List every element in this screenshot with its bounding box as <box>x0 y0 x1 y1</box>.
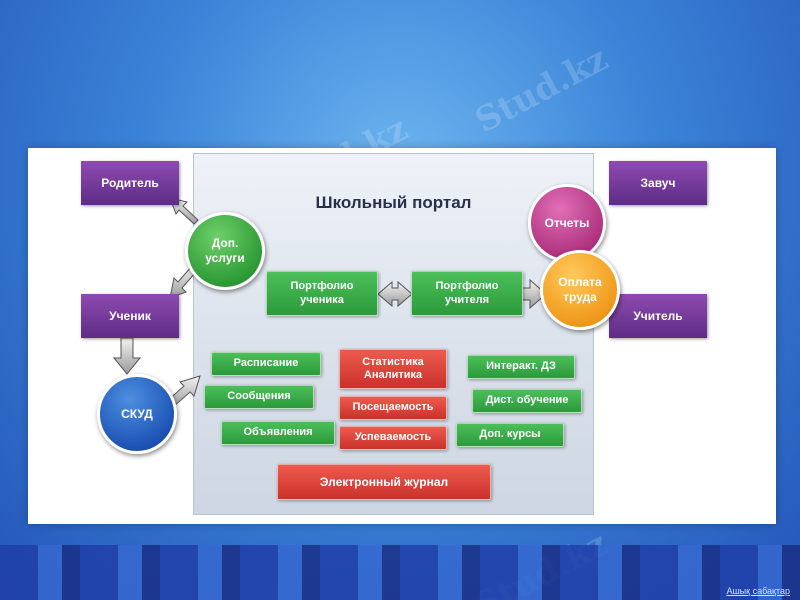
portal-title: Школьный портал <box>315 193 472 212</box>
decorative-band <box>0 545 800 600</box>
teacher-portfolio-box: Портфолио учителя <box>411 271 523 316</box>
payroll-circle: Оплата труда <box>540 250 620 330</box>
reports-circle: Отчеты <box>528 184 606 262</box>
extra-services-circle: Доп. услуги <box>185 212 265 290</box>
role-head-teacher-box: Завуч <box>609 161 707 205</box>
student-portfolio-box: Портфолио ученика <box>266 271 378 316</box>
announcements-module: Объявления <box>221 421 335 445</box>
interactive-homework-module: Интеракт. ДЗ <box>467 355 575 379</box>
distance-learning-module: Дист. обучение <box>472 389 582 413</box>
electronic-journal-module: Электронный журнал <box>277 464 491 500</box>
statistics-module: Статистика Аналитика <box>339 349 447 389</box>
portal-panel <box>193 153 594 515</box>
messages-module: Сообщения <box>204 385 314 409</box>
skud-circle: СКУД <box>97 374 177 454</box>
schedule-module: Расписание <box>211 352 321 376</box>
performance-module: Успеваемость <box>339 426 447 450</box>
role-teacher-box: Учитель <box>609 294 707 338</box>
role-student-box: Ученик <box>81 294 179 338</box>
extra-courses-module: Доп. курсы <box>456 423 564 447</box>
open-lessons-link[interactable]: Ашық сабақтар <box>726 586 790 596</box>
role-parent-box: Родитель <box>81 161 179 205</box>
watermark: Stud.kz <box>469 38 615 142</box>
attendance-module: Посещаемость <box>339 396 447 420</box>
